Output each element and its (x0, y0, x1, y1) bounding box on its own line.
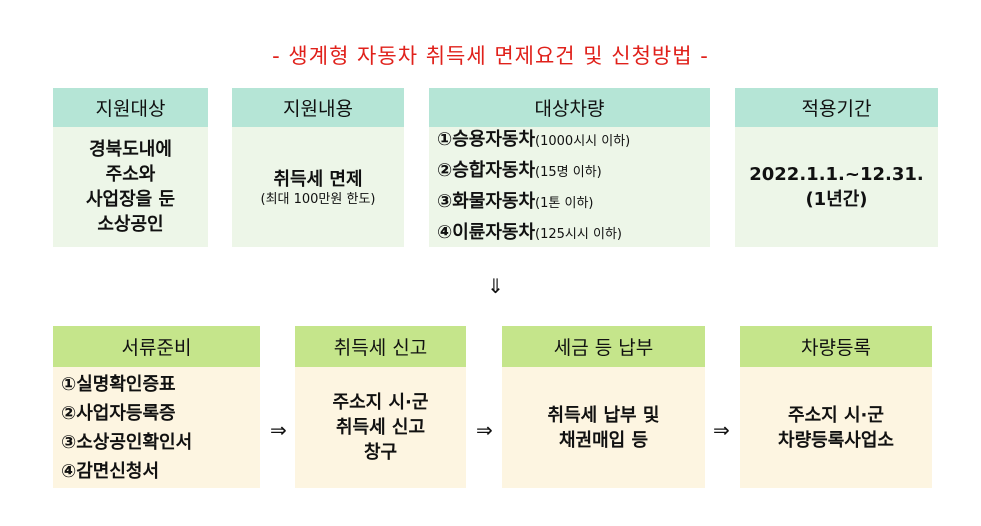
tax-report-box: 취득세 신고 주소지 시·군 취득세 신고 창구 (295, 326, 466, 488)
vehicle-item: ④이륜자동차(125시시 이하) (437, 218, 622, 249)
right-arrow-icon: ⇒ (270, 418, 287, 442)
box-body: 주소지 시·군 취득세 신고 창구 (295, 367, 466, 488)
right-arrow-icon: ⇒ (476, 418, 493, 442)
vehicle-registration-box: 차량등록 주소지 시·군 차량등록사업소 (740, 326, 932, 488)
vehicle-name: ②승합자동차 (437, 160, 536, 181)
right-arrow-icon: ⇒ (713, 418, 730, 442)
box-body: 2022.1.1.~12.31. (1년간) (735, 127, 938, 247)
body-line: 채권매입 등 (558, 429, 649, 451)
box-header: 취득세 신고 (295, 326, 466, 367)
box-header: 적용기간 (735, 88, 938, 127)
body-line: ②사업자등록증 (61, 402, 176, 424)
box-header: 대상차량 (429, 88, 710, 127)
documents-box: 서류준비 ①실명확인증표 ②사업자등록증 ③소상공인확인서 ④감면신청서 (53, 326, 260, 488)
vehicle-note: (1톤 이하) (535, 196, 594, 211)
body-line: 주소와 (105, 164, 156, 185)
body-line: 주소지 시·군 (332, 392, 429, 413)
box-body: 주소지 시·군 차량등록사업소 (740, 367, 932, 488)
body-line: (1년간) (805, 189, 868, 210)
box-body: ①승용자동차(1000시시 이하) ②승합자동차(15명 이하) ③화물자동차(… (429, 127, 710, 247)
box-body: 경북도내에 주소와 사업장을 둔 소상공인 (53, 127, 208, 247)
box-header: 지원대상 (53, 88, 208, 127)
down-arrow-icon: ⇓ (487, 274, 504, 298)
vehicle-name: ①승용자동차 (437, 129, 536, 150)
support-content-box: 지원내용 취득세 면제 (최대 100만원 한도) (232, 88, 404, 247)
vehicle-note: (1000시시 이하) (535, 134, 631, 149)
body-line: 취득세 납부 및 (547, 404, 660, 426)
box-header: 지원내용 (232, 88, 404, 127)
period-box: 적용기간 2022.1.1.~12.31. (1년간) (735, 88, 938, 247)
support-target-box: 지원대상 경북도내에 주소와 사업장을 둔 소상공인 (53, 88, 208, 247)
body-line: 창구 (363, 442, 398, 463)
body-line: 소상공인 (97, 214, 164, 235)
tax-payment-box: 세금 등 납부 취득세 납부 및 채권매입 등 (502, 326, 705, 488)
body-line: 경북도내에 (89, 139, 172, 160)
vehicle-name: ③화물자동차 (437, 191, 536, 212)
box-body: ①실명확인증표 ②사업자등록증 ③소상공인확인서 ④감면신청서 (53, 367, 260, 488)
box-body: 취득세 면제 (최대 100만원 한도) (232, 127, 404, 247)
box-body: 취득세 납부 및 채권매입 등 (502, 367, 705, 488)
vehicle-note: (125시시 이하) (535, 227, 622, 242)
vehicle-name: ④이륜자동차 (437, 222, 536, 243)
body-note: (최대 100만원 한도) (260, 191, 376, 207)
target-vehicle-box: 대상차량 ①승용자동차(1000시시 이하) ②승합자동차(15명 이하) ③화… (429, 88, 710, 247)
vehicle-item: ③화물자동차(1톤 이하) (437, 187, 593, 218)
box-header: 서류준비 (53, 326, 260, 367)
body-line: 차량등록사업소 (778, 429, 894, 451)
body-line: 주소지 시·군 (788, 404, 884, 426)
body-line: 2022.1.1.~12.31. (749, 164, 924, 185)
body-line: ④감면신청서 (61, 460, 160, 482)
vehicle-item: ①승용자동차(1000시시 이하) (437, 125, 630, 156)
box-header: 차량등록 (740, 326, 932, 367)
body-line: ③소상공인확인서 (61, 431, 193, 453)
vehicle-item: ②승합자동차(15명 이하) (437, 156, 602, 187)
box-header: 세금 등 납부 (502, 326, 705, 367)
body-line: ①실명확인증표 (61, 373, 176, 395)
body-line: 취득세 면제 (273, 168, 363, 190)
page-title: - 생계형 자동차 취득세 면제요건 및 신청방법 - (272, 44, 709, 68)
body-line: 취득세 신고 (335, 417, 426, 438)
body-line: 사업장을 둔 (85, 189, 176, 210)
vehicle-note: (15명 이하) (535, 165, 602, 180)
